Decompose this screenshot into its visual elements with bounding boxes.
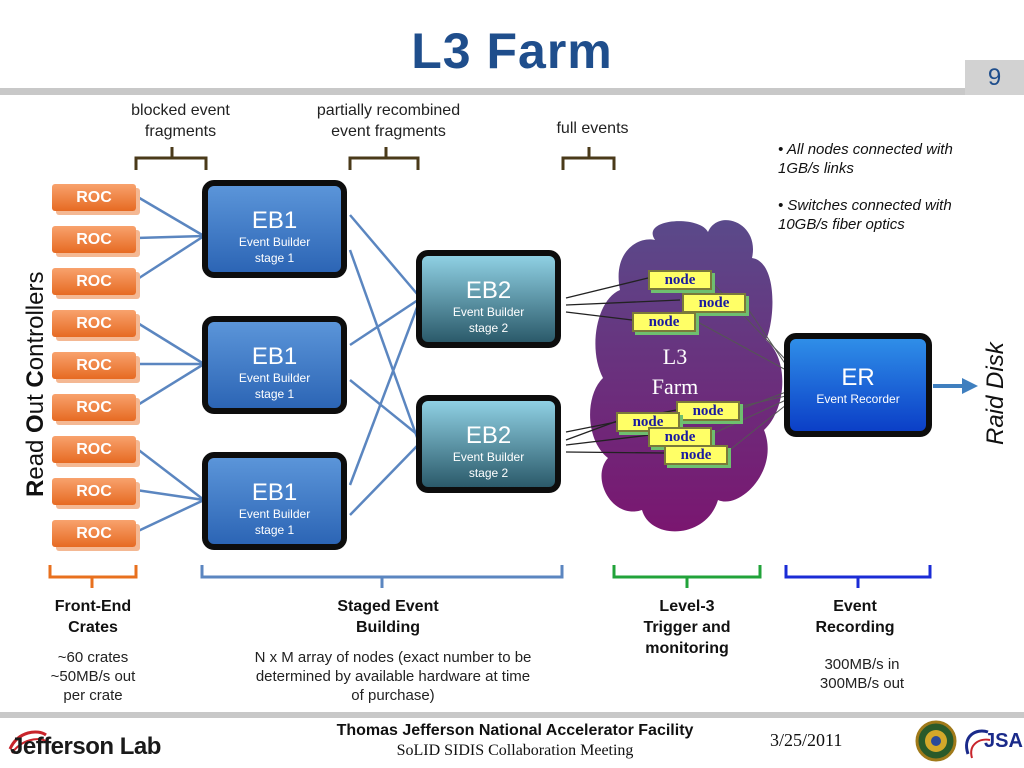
- eb2-box-1: EB2 Event Builder stage 2: [416, 250, 561, 348]
- jefferson-lab-wordmark: Jefferson Lab: [10, 733, 161, 760]
- roc-crate: ROC: [52, 352, 136, 379]
- section-frontend-title: Front-End Crates: [54, 598, 132, 636]
- roc-crate: ROC: [52, 436, 136, 463]
- farm-node: node: [682, 293, 746, 313]
- jefferson-lab-swoosh-icon: [8, 730, 47, 754]
- er-box: ER Event Recorder: [784, 333, 932, 437]
- label-partial-fragments: partially recombined event fragments: [316, 102, 461, 140]
- note-node-links: • All nodes connected with 1GB/s links: [778, 141, 953, 177]
- l3-farm-label: L3 Farm: [651, 344, 699, 399]
- title-divider: [0, 88, 965, 95]
- bracket-blocked: [134, 147, 208, 170]
- bracket-full: [561, 147, 616, 170]
- section-staged-title: Staged Event Building: [337, 598, 439, 636]
- roc-crate: ROC: [52, 268, 136, 295]
- section-level3-title: Level-3 Trigger and monitoring: [643, 598, 731, 657]
- bracket-recording: [784, 565, 932, 588]
- bracket-level3: [612, 565, 762, 588]
- roc-crate: ROC: [52, 226, 136, 253]
- farm-node: node: [648, 270, 712, 290]
- read-out-controllers-label: Read Out Controllers: [22, 271, 49, 497]
- raid-disk-label: Raid Disk: [982, 342, 1009, 445]
- eb1-box-3: EB1 Event Builder stage 1: [202, 452, 347, 550]
- note-switch-links: • Switches connected with 10GB/s fiber o…: [778, 197, 952, 233]
- roc-crate: ROC: [52, 310, 136, 337]
- section-recording-title: Event Recording: [815, 598, 895, 636]
- section-recording-desc: 300MB/s in 300MB/s out: [819, 656, 905, 692]
- bracket-staged: [200, 565, 564, 588]
- page-number: 9: [965, 60, 1024, 95]
- footer-divider: [0, 712, 1024, 718]
- raid-arrow: [933, 378, 978, 394]
- doe-seal-icon: [915, 720, 957, 762]
- footer-date: 3/25/2011: [770, 730, 843, 750]
- roc-eb1-links: [135, 194, 205, 534]
- roc-crate: ROC: [52, 184, 136, 211]
- roc-crate: ROC: [52, 478, 136, 505]
- section-staged-desc: N x M array of nodes (exact number to be…: [254, 649, 532, 704]
- eb1-eb2-links: [348, 214, 420, 516]
- farm-node: node: [676, 401, 740, 421]
- farm-node: node: [664, 445, 728, 465]
- eb1-box-2: EB1 Event Builder stage 1: [202, 316, 347, 414]
- jefferson-lab-logo: Jefferson Lab: [8, 727, 178, 761]
- node-er-links: [679, 277, 787, 454]
- roc-crate: ROC: [52, 520, 136, 547]
- page-title: L3 Farm: [411, 23, 613, 79]
- bracket-frontend: [48, 565, 138, 588]
- eb2-box-2: EB2 Event Builder stage 2: [416, 395, 561, 493]
- footer-facility: Thomas Jefferson National Accelerator Fa…: [336, 722, 694, 739]
- bracket-partial: [348, 147, 420, 170]
- label-full-events: full events: [556, 120, 629, 137]
- label-blocked-fragments: blocked event fragments: [131, 102, 230, 140]
- jsa-swoosh-icon: [965, 729, 991, 759]
- farm-node: node: [632, 312, 696, 332]
- jsa-logo: JSA: [962, 724, 1023, 764]
- farm-node: node: [648, 427, 712, 447]
- footer-meeting: SoLID SIDIS Collaboration Meeting: [396, 742, 634, 759]
- eb1-box-1: EB1 Event Builder stage 1: [202, 180, 347, 278]
- section-frontend-desc: ~60 crates ~50MB/s out per crate: [50, 649, 136, 704]
- jsa-wordmark: JSA: [984, 730, 1023, 752]
- roc-crate: ROC: [52, 394, 136, 421]
